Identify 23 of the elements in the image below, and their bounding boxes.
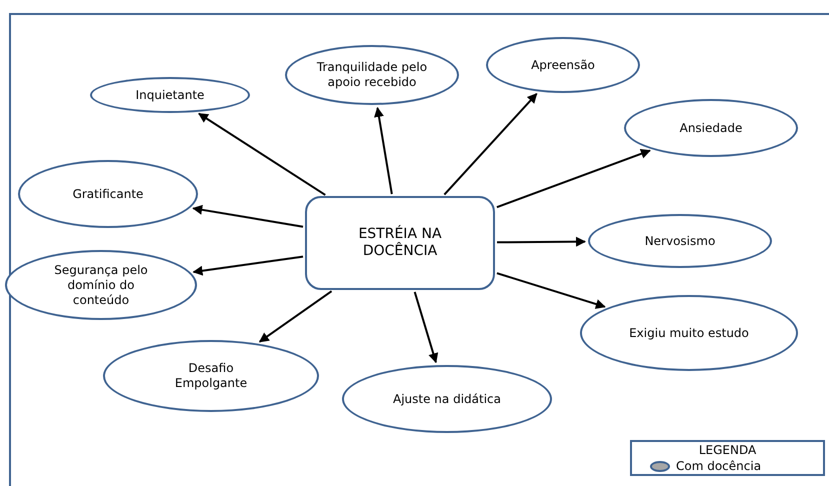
arrow: [192, 256, 304, 276]
arrow: [192, 204, 304, 228]
legend-title: LEGENDA: [698, 443, 758, 457]
ellipse-node: Exigiu muito estudo: [580, 295, 798, 371]
ellipse-node: Tranquilidade pelo apoio recebido: [285, 45, 459, 105]
arrow: [258, 290, 332, 343]
ellipse-node: Nervosismo: [588, 214, 772, 268]
ellipse-node: Ansiedade: [624, 99, 798, 157]
legend-label: Com docência: [676, 459, 762, 473]
arrow: [374, 106, 393, 194]
ellipse-node: Ajuste na didática: [342, 365, 552, 433]
ellipse-node: Desafio Empolgante: [103, 340, 319, 412]
arrow: [497, 236, 586, 247]
arrow: [496, 272, 606, 309]
ellipse-node: Inquietante: [90, 77, 250, 113]
arrow: [444, 93, 538, 196]
ellipse-node: Gratificante: [18, 160, 198, 228]
ellipse-node: Segurança pelo domínio do conteúdo: [5, 250, 197, 320]
arrow: [414, 292, 438, 364]
central-box: ESTRÉIA NA DOCÊNCIA: [305, 196, 495, 290]
arrow: [496, 149, 651, 208]
arrow: [198, 112, 326, 196]
ellipse-node: Apreensão: [486, 37, 640, 93]
